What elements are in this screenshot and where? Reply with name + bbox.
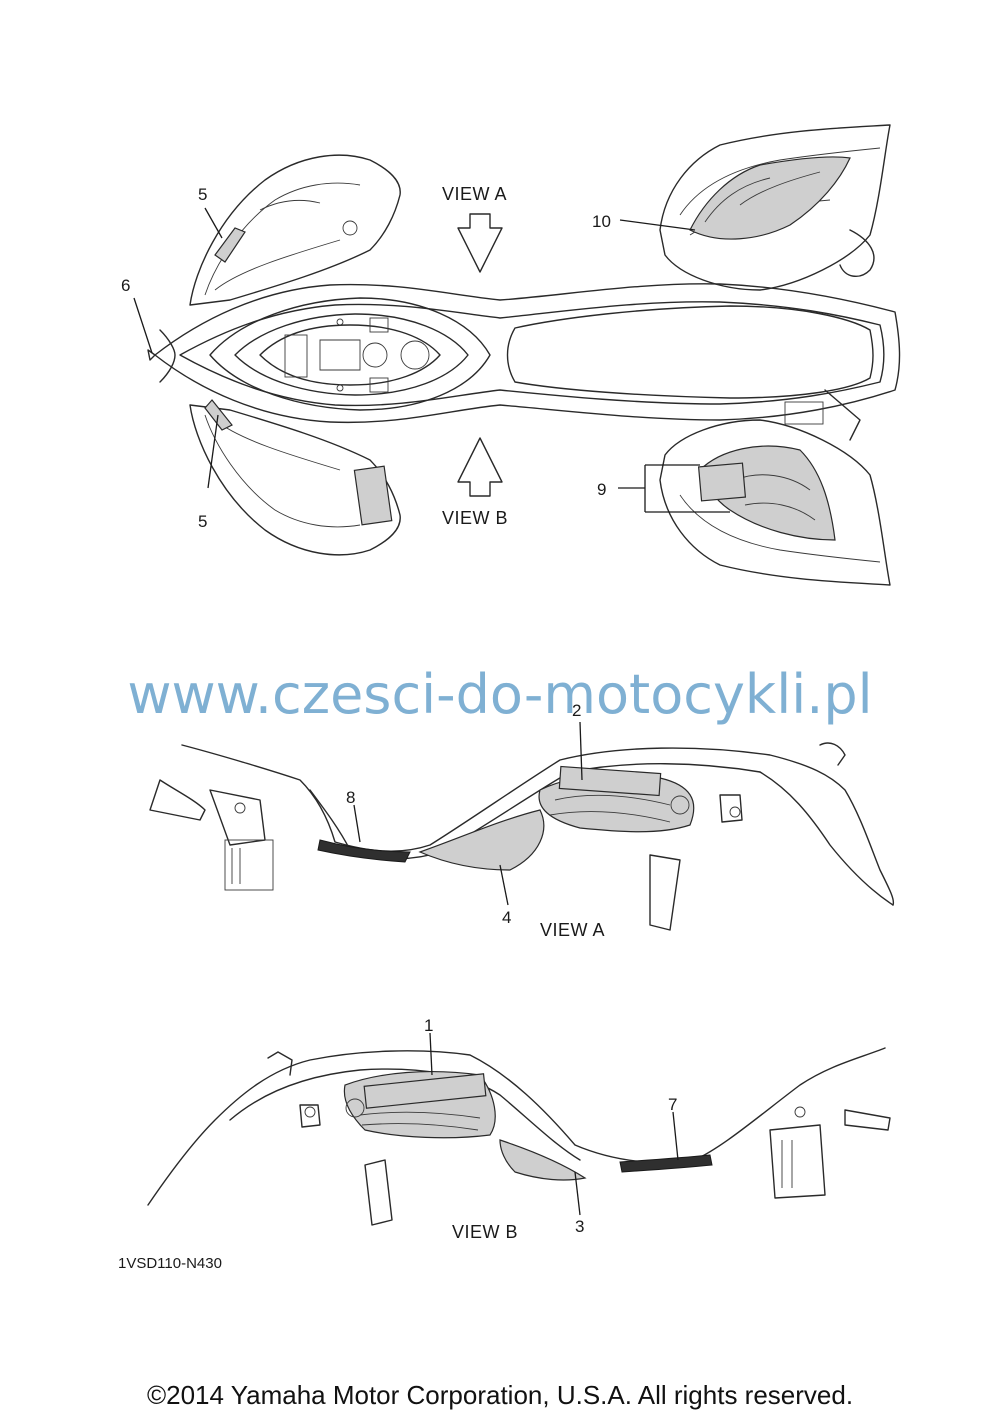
drawing-number: 1VSD110-N430 <box>118 1255 222 1272</box>
copyright-notice: ©2014 Yamaha Motor Corporation, U.S.A. A… <box>146 1380 854 1410</box>
callout-7: 7 <box>668 1095 677 1114</box>
top-view-body <box>147 124 901 586</box>
leader-lines <box>133 207 730 1216</box>
callout-1: 1 <box>424 1016 433 1035</box>
callout-2: 2 <box>572 701 581 720</box>
callout-10: 10 <box>592 212 611 231</box>
callout-5-lower: 5 <box>198 512 207 531</box>
side-view-a-body <box>149 742 895 931</box>
callout-3: 3 <box>575 1217 584 1236</box>
view-a-label-side: VIEW A <box>540 920 605 940</box>
callout-9: 9 <box>597 480 606 499</box>
view-b-label-top: VIEW B <box>442 508 508 528</box>
view-b-arrow <box>457 437 503 497</box>
callout-6: 6 <box>121 276 130 295</box>
watermark: www.czesci-do-motocykli.pl <box>127 663 873 726</box>
side-view-b-body <box>147 1047 891 1226</box>
view-b-label-side: VIEW B <box>452 1222 518 1242</box>
callout-5-upper: 5 <box>198 185 207 204</box>
view-a-label-top: VIEW A <box>442 184 507 204</box>
callout-8: 8 <box>346 788 355 807</box>
callout-4: 4 <box>502 908 511 927</box>
view-a-arrow <box>457 213 503 273</box>
